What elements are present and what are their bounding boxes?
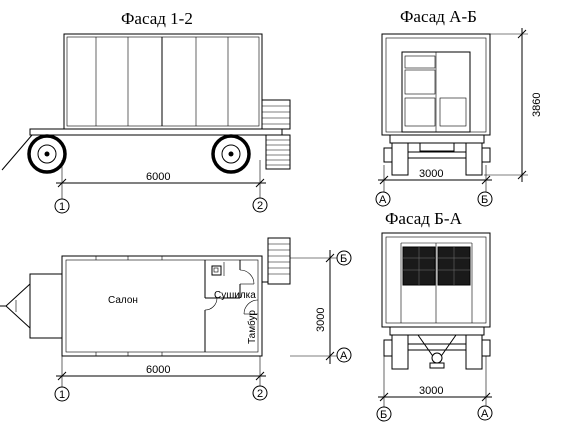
- height-label: 3860: [531, 93, 543, 117]
- svg-text:А: А: [481, 408, 489, 420]
- side-body-inner: [66, 36, 260, 127]
- facade-1-2-view: 6000 1 2: [1, 33, 291, 214]
- axis-b-plan: Б: [336, 250, 352, 266]
- svg-text:А: А: [340, 350, 348, 362]
- room-vestibule: Тамбур: [246, 310, 258, 344]
- plan-hitch: [0, 273, 63, 339]
- end-width-dimension-bottom: [378, 356, 492, 412]
- end-wheel-left-bottom: [391, 334, 409, 370]
- svg-text:А: А: [379, 194, 387, 206]
- svg-text:Б: Б: [340, 253, 347, 265]
- svg-text:2: 2: [257, 200, 263, 212]
- plan-length-dimension: [56, 356, 266, 390]
- end-width-dimension-top: [378, 165, 492, 196]
- axis-b-bottom: Б: [376, 406, 392, 422]
- plan-width-dimension: [290, 250, 344, 364]
- axis-a-top: А: [375, 191, 391, 207]
- axis-1-bottom: 1: [54, 386, 70, 402]
- room-washroom: Сушилка: [214, 290, 256, 301]
- axis-b-top: Б: [477, 191, 493, 207]
- side-chassis: [29, 128, 283, 136]
- end-wheel-right-bottom: [465, 334, 483, 370]
- svg-text:Б: Б: [380, 409, 387, 421]
- side-length-label: 6000: [146, 171, 170, 183]
- svg-text:2: 2: [257, 388, 263, 400]
- room-salon: Салон: [108, 295, 138, 306]
- side-dimension: [56, 160, 266, 200]
- end-chassis-bottom: [389, 326, 485, 336]
- facade-b-a-view: 3000 Б А: [376, 232, 493, 422]
- plan-body: [61, 255, 263, 357]
- axis-2-top: 2: [252, 197, 268, 213]
- plan-steps: [262, 237, 291, 285]
- plan-length-label: 6000: [146, 364, 170, 376]
- end-wheel-left-top: [391, 142, 409, 176]
- title-facade-a-b: Фасад А-Б: [400, 7, 477, 26]
- facade-a-b-view: 3860 3000 А Б: [375, 28, 543, 207]
- svg-text:1: 1: [59, 201, 65, 213]
- end-chassis-top: [389, 134, 485, 144]
- side-body: [63, 33, 263, 130]
- axis-a-bottom: А: [477, 405, 493, 421]
- end-wheel-right-top: [465, 142, 483, 176]
- side-wheel-front: [27, 134, 67, 174]
- plan-view: Салон Сушилка Тамбур 6000 1 2: [0, 237, 352, 402]
- height-dimension: [484, 28, 528, 182]
- side-wheel-rear: [211, 134, 251, 174]
- plan-width-label: 3000: [315, 308, 327, 332]
- svg-text:Б: Б: [481, 194, 488, 206]
- axis-a-plan: А: [336, 347, 352, 363]
- title-facade-b-a: Фасад Б-А: [385, 209, 463, 228]
- svg-text:1: 1: [59, 389, 65, 401]
- side-drawbar: [1, 134, 33, 171]
- side-steps: [261, 99, 291, 170]
- axis-2-bottom: 2: [252, 385, 268, 401]
- axis-1-top: 1: [54, 198, 70, 214]
- title-facade-1-2: Фасад 1-2: [121, 9, 193, 28]
- plan-partitions: [204, 260, 259, 352]
- end-width-label-top: 3000: [419, 168, 443, 180]
- plan-wall-ticks: [95, 256, 163, 356]
- side-panels: [95, 37, 229, 126]
- end-width-label-bottom: 3000: [419, 385, 443, 397]
